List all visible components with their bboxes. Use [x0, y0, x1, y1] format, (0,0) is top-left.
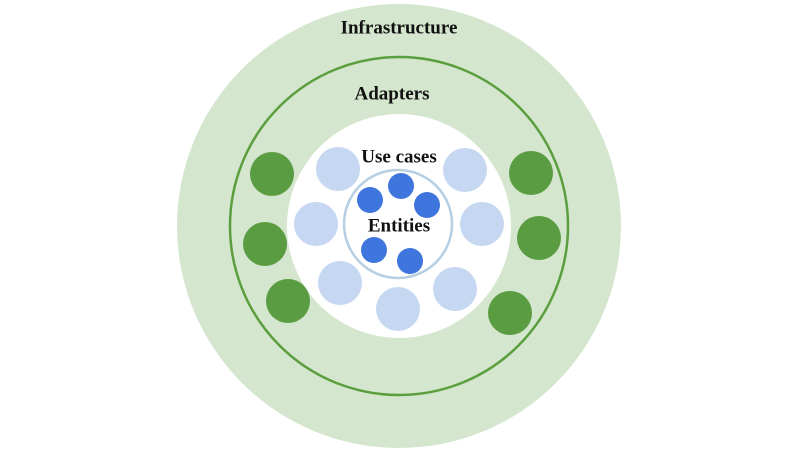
adapter-node: [517, 216, 561, 260]
entity-node: [361, 237, 387, 263]
infrastructure-label: Infrastructure: [341, 17, 458, 38]
adapter-node: [488, 291, 532, 335]
use-case-node: [316, 147, 360, 191]
use-case-node: [318, 261, 362, 305]
use-case-node: [443, 148, 487, 192]
adapter-node: [266, 279, 310, 323]
use-cases-label: Use cases: [361, 146, 436, 167]
entity-node: [414, 192, 440, 218]
entity-node: [357, 187, 383, 213]
adapters-label: Adapters: [355, 83, 430, 104]
entities-label: Entities: [368, 215, 430, 236]
adapters-ring: [228, 55, 570, 397]
use-case-node: [433, 267, 477, 311]
adapter-node: [509, 151, 553, 195]
use-case-node: [460, 202, 504, 246]
adapter-node: [250, 152, 294, 196]
use-case-node: [294, 202, 338, 246]
use-case-node: [376, 287, 420, 331]
entity-node: [388, 173, 414, 199]
adapter-node: [243, 222, 287, 266]
entity-node: [397, 248, 423, 274]
